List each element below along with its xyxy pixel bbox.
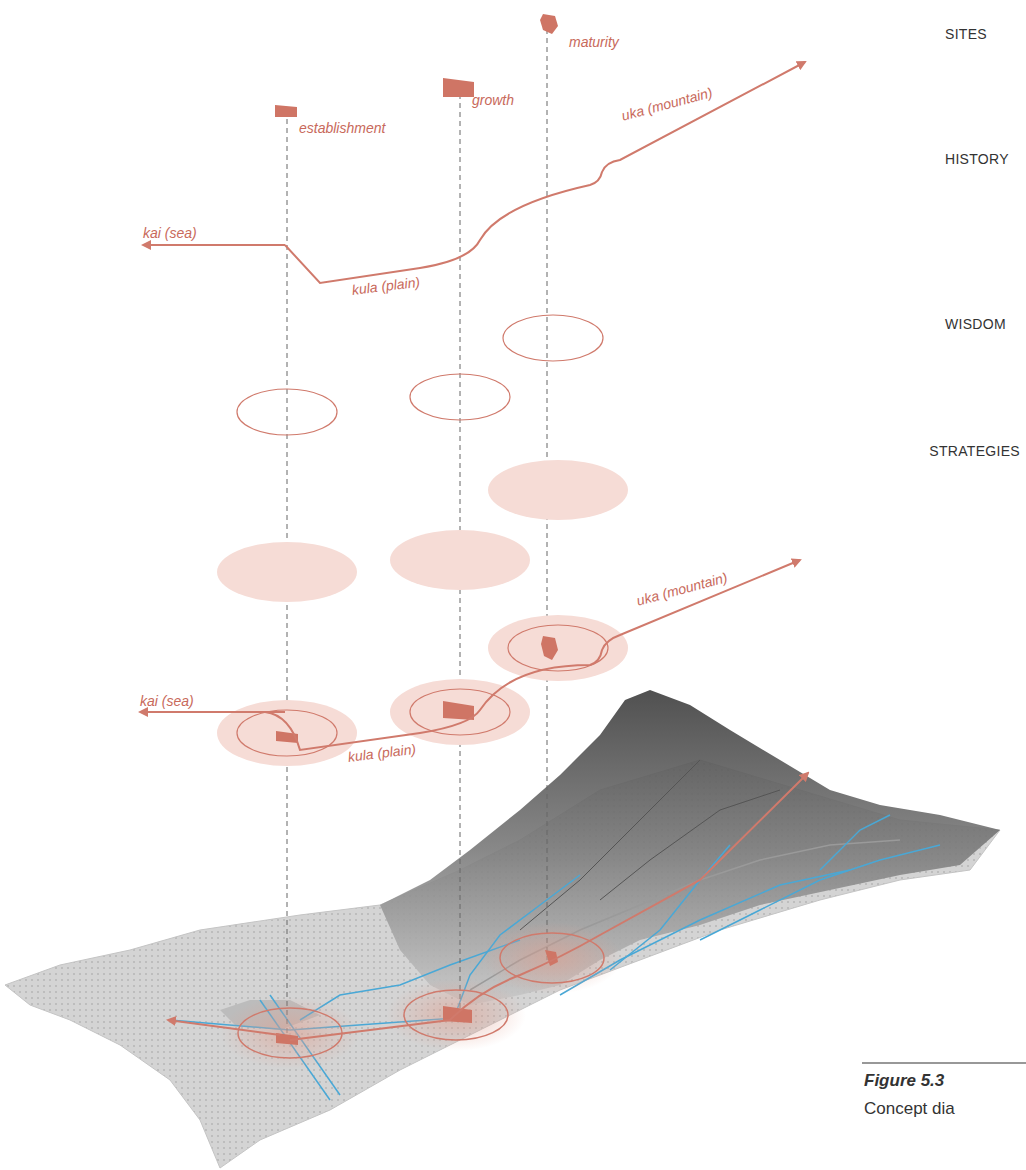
layer-label: STRATEGIES [929,444,1020,459]
site-label: growth [472,93,514,108]
figure-number: Figure 5.3 [864,1072,944,1091]
site-label: establishment [299,121,385,136]
history-label: kula (plain) [351,275,421,299]
layer-label: HISTORY [945,152,1009,167]
history-label: kai (sea) [143,226,197,241]
layer-label: WISDOM [945,317,1006,332]
history-label: uka (mountain) [635,570,729,609]
figure-caption: Concept dia [864,1100,955,1119]
site-label: maturity [569,35,619,50]
history-label: kula (plain) [347,742,417,766]
layer-label: SITES [945,27,987,42]
history-label: kai (sea) [140,694,194,709]
